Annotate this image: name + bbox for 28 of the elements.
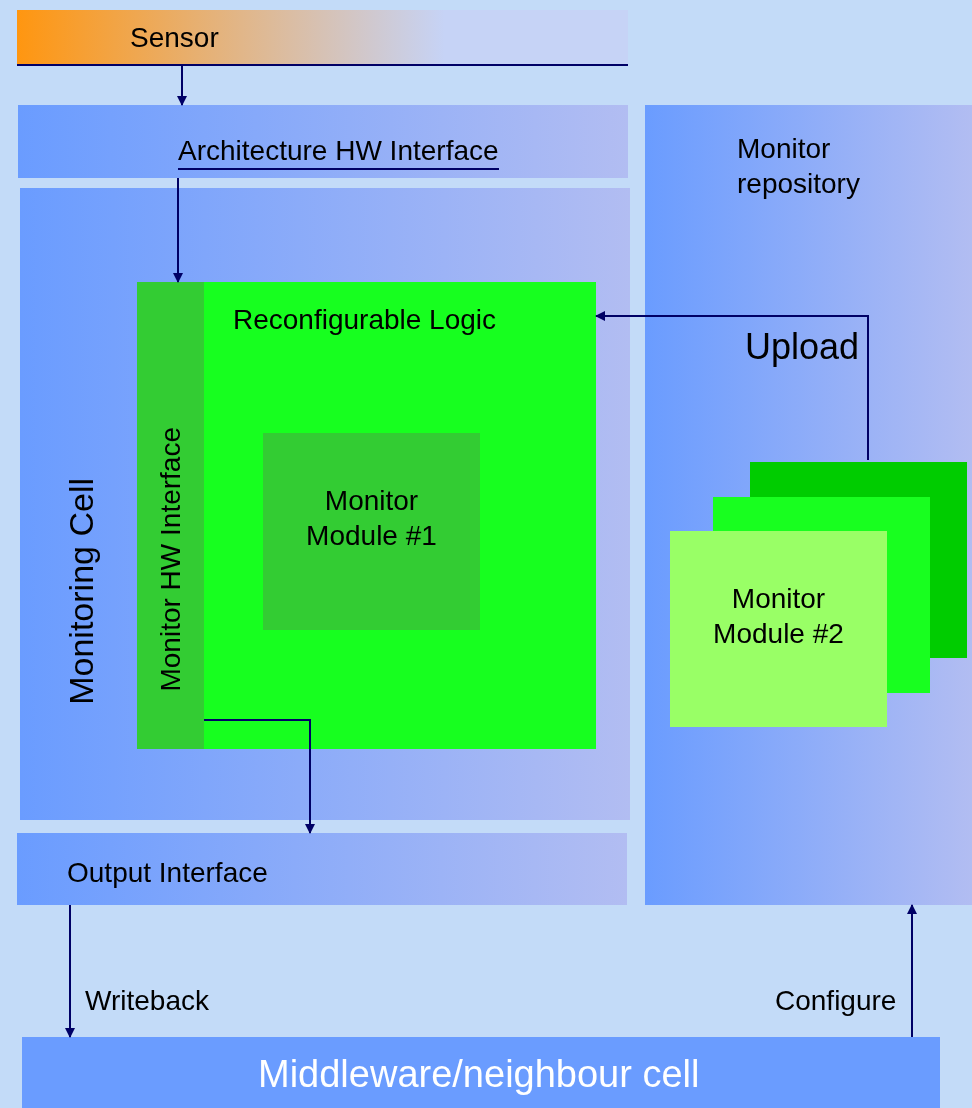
arrow	[65, 904, 75, 1038]
interface-panel	[17, 833, 627, 905]
edge-label: Writeback	[85, 985, 209, 1017]
repository-panel	[645, 105, 972, 905]
node-label: Output Interface	[67, 856, 268, 890]
arrow	[595, 311, 869, 461]
node-label: Architecture HW Interface	[178, 133, 499, 170]
node-label: Reconfigurable Logic	[233, 303, 497, 337]
footer-bar	[22, 1037, 940, 1108]
logic-block	[137, 282, 596, 749]
node-label: Monitoring Cell	[61, 478, 101, 705]
node-label: Middleware/neighbour cell	[258, 1052, 700, 1097]
interface-panel	[18, 105, 628, 178]
node-label: Monitor repository	[737, 132, 861, 201]
arrow	[173, 177, 183, 283]
arrow	[203, 719, 315, 834]
header-bar	[17, 10, 628, 66]
interface-strip	[137, 282, 204, 749]
node-label: Monitor Module #2	[712, 582, 845, 651]
node-label: Sensor	[130, 21, 219, 55]
node-label: Monitor Module #1	[305, 484, 438, 553]
edge-label: Upload	[745, 326, 860, 368]
node-label: Monitor HW Interface	[154, 427, 187, 692]
edge-label: Configure	[775, 985, 897, 1017]
arrow	[177, 65, 187, 106]
arrow	[907, 904, 917, 1038]
module-box	[263, 433, 480, 630]
cell-panel	[20, 188, 630, 820]
